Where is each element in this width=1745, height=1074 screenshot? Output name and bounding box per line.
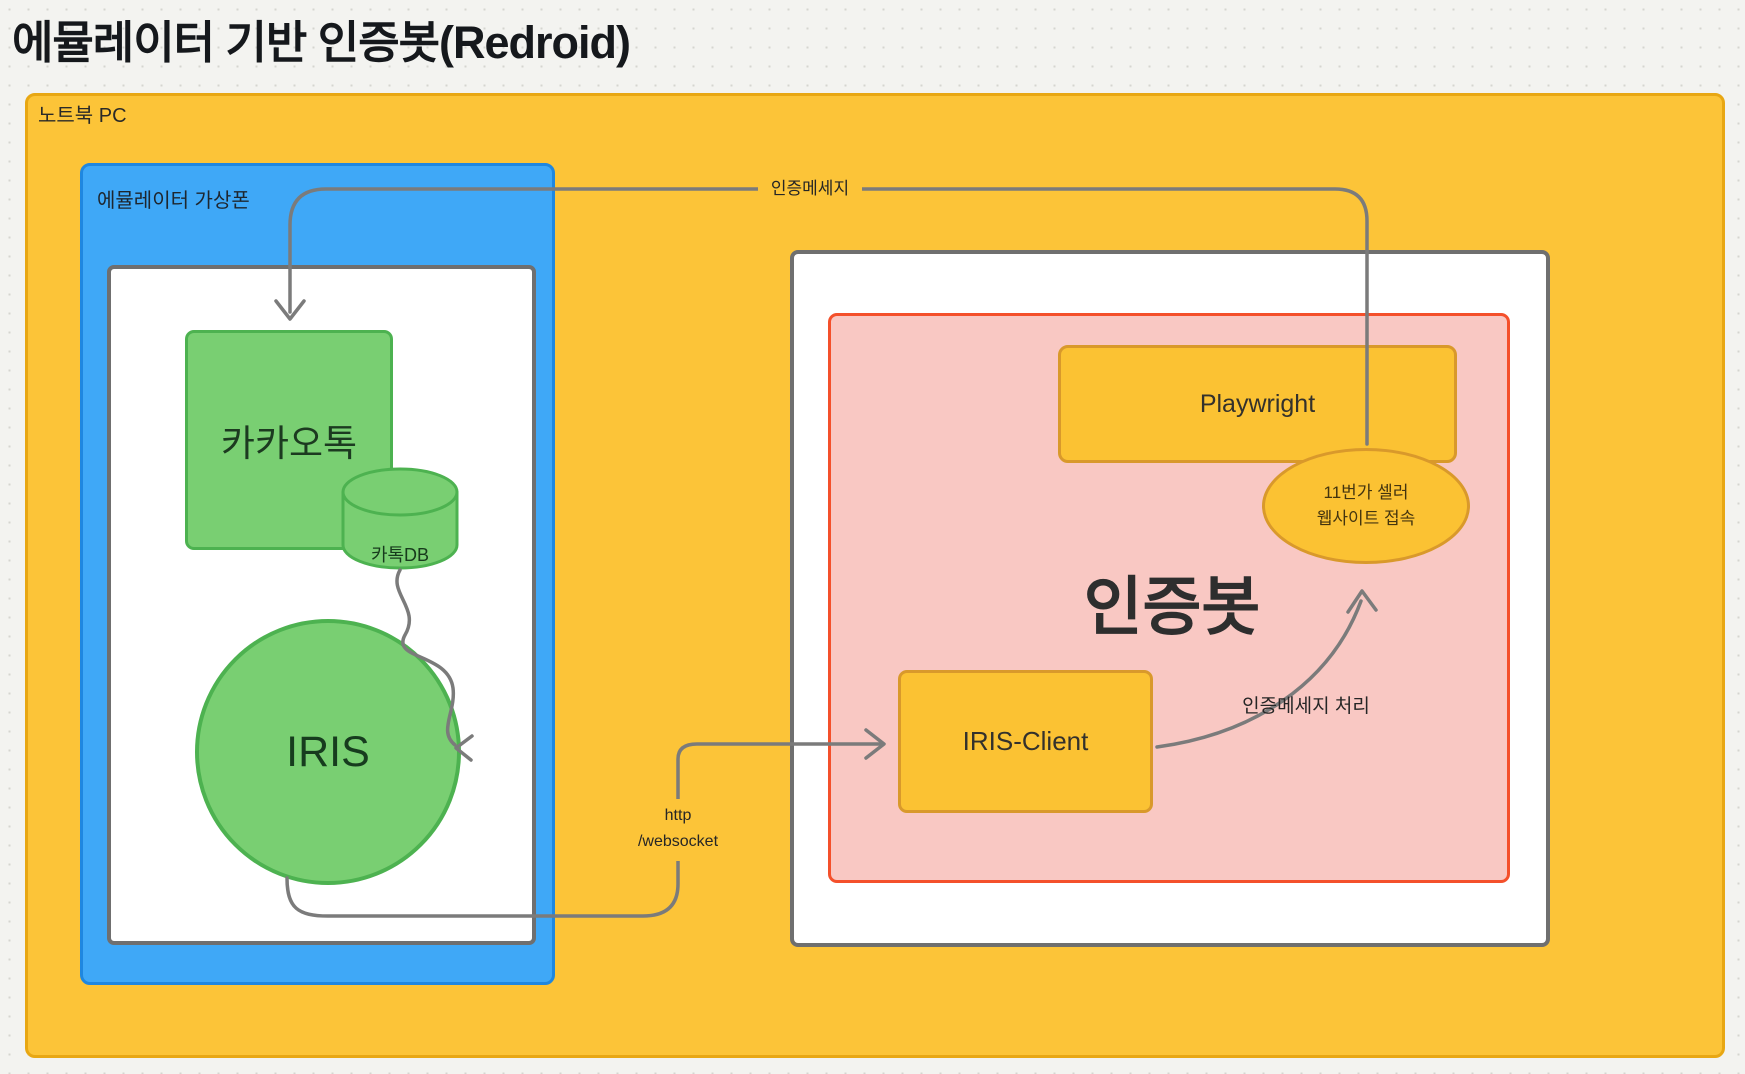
laptop-pc-label: 노트북 PC <box>38 105 127 127</box>
iris-client-node: IRIS-Client <box>898 670 1153 813</box>
kakaotalk-node: 카카오톡 <box>185 330 393 550</box>
seller-website-node: 11번가 셀러 웹사이트 접속 <box>1262 448 1470 564</box>
authbot-label: 인증봇 <box>1083 571 1261 643</box>
http-label-line1: http <box>664 807 692 824</box>
auth-message-edge-label: 인증메세지 <box>758 175 862 202</box>
seller-website-line2: 웹사이트 접속 <box>1316 509 1416 528</box>
auth-processing-edge-label: 인증메세지 처리 <box>1242 696 1370 717</box>
iris-node: IRIS <box>195 619 461 885</box>
emulator-phone-label: 에뮬레이터 가상폰 <box>97 190 250 212</box>
seller-website-line1: 11번가 셀러 <box>1323 483 1409 502</box>
http-websocket-edge-label: http /websocket <box>627 799 729 861</box>
kakao-db-label: 카톡DB <box>370 545 430 565</box>
playwright-node: Playwright <box>1058 345 1457 463</box>
http-label-line2: /websocket <box>637 833 719 850</box>
page-title: 에뮬레이터 기반 인증봇(Redroid) <box>12 17 631 68</box>
